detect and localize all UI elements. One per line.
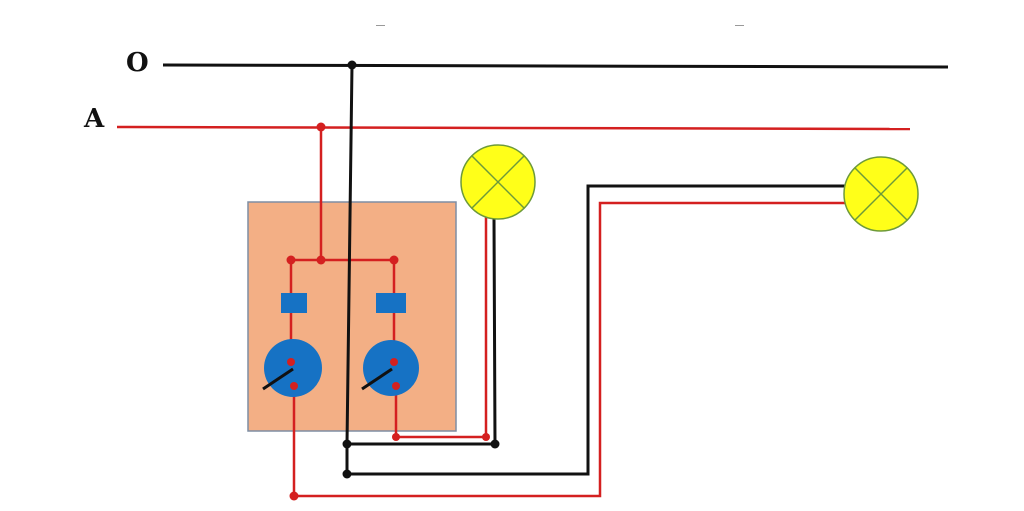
- phase-line: [116, 125, 911, 131]
- junction-dot: [316, 255, 326, 265]
- lamp-2-neutral-wire: [347, 184, 845, 476]
- switch-2-lever: [361, 367, 393, 391]
- junction-dot: [389, 255, 399, 265]
- switch-2: [361, 293, 419, 396]
- neutral-line-label: O: [126, 48, 149, 78]
- junction-dot: [342, 469, 352, 479]
- lamp-2: [843, 156, 919, 232]
- junction-dot: [286, 255, 296, 265]
- phase-line-label: A: [84, 104, 105, 134]
- switch-2-indicator: [376, 293, 406, 313]
- switch-icon: [264, 339, 322, 397]
- junction-dot: [290, 382, 298, 390]
- switch-1-output-wire: [292, 201, 845, 498]
- junction-dot: [316, 122, 326, 132]
- junction-dot: [392, 382, 400, 390]
- lamp-2-cross-b: [854, 167, 908, 221]
- switch-1-indicator: [281, 293, 307, 313]
- junction-dot: [482, 433, 490, 441]
- junction-dot: [392, 433, 400, 441]
- top-mark-right: [735, 25, 744, 26]
- switch-1-lever: [262, 367, 294, 391]
- switch-1: [262, 293, 322, 397]
- neutral-line: [162, 63, 949, 69]
- junction-dot: [289, 491, 299, 501]
- junction-dot: [490, 439, 500, 449]
- top-mark-left: [376, 25, 385, 26]
- phase-wiring: [289, 127, 845, 498]
- junction-dot: [390, 358, 398, 366]
- lamp-1: [460, 144, 536, 220]
- junction-dot: [347, 60, 357, 70]
- switch-box: [247, 201, 457, 432]
- junction-dots: [286, 60, 500, 501]
- junction-dot: [342, 439, 352, 449]
- junction-dot: [287, 358, 295, 366]
- lamp-1-cross-b: [471, 155, 525, 209]
- switch-2-output-wire: [394, 216, 488, 439]
